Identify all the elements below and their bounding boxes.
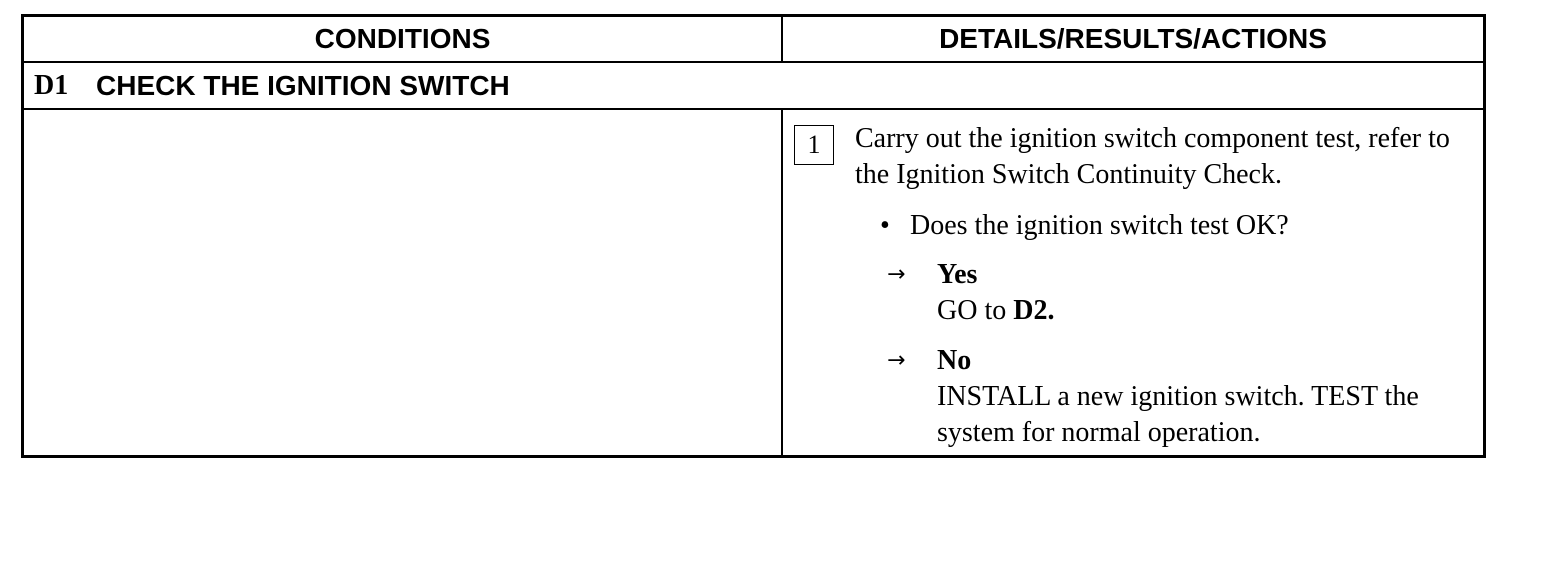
- diagnostic-table: CONDITIONS DETAILS/RESULTS/ACTIONS D1 CH…: [21, 14, 1486, 458]
- arrow-right-icon: →: [887, 262, 906, 287]
- actions-cell: 1 Carry out the ignition switch componen…: [783, 110, 1483, 455]
- question-text: Does the ignition switch test OK?: [910, 210, 1289, 241]
- yes-action-text: GO to D2.: [937, 293, 1477, 329]
- yes-target-step-link[interactable]: D2.: [1013, 295, 1055, 326]
- yes-action-prefix: GO to: [937, 295, 1014, 326]
- action-instruction: Carry out the ignition switch component …: [855, 123, 1450, 190]
- conditions-column-header: CONDITIONS: [314, 23, 491, 54]
- step-title: CHECK THE IGNITION SWITCH: [96, 69, 510, 101]
- column-divider: [781, 17, 783, 61]
- no-action-text: INSTALL a new ignition switch. TEST the …: [937, 381, 1419, 448]
- step-body-row: 1 Carry out the ignition switch componen…: [24, 110, 1483, 455]
- bullet-icon: •: [880, 210, 890, 241]
- conditions-cell: [24, 110, 781, 455]
- column-divider: [781, 110, 783, 455]
- arrow-right-icon: →: [887, 348, 906, 373]
- step-id: D1: [34, 69, 69, 101]
- yes-label: Yes: [937, 259, 978, 290]
- action-number-box: 1: [794, 125, 834, 165]
- step-title-row: D1 CHECK THE IGNITION SWITCH: [24, 63, 1483, 110]
- details-column-header: DETAILS/RESULTS/ACTIONS: [939, 23, 1327, 54]
- table-header-row: CONDITIONS DETAILS/RESULTS/ACTIONS: [24, 17, 1483, 63]
- action-question: • Does the ignition switch test OK?: [880, 208, 1289, 244]
- no-label: No: [937, 345, 972, 376]
